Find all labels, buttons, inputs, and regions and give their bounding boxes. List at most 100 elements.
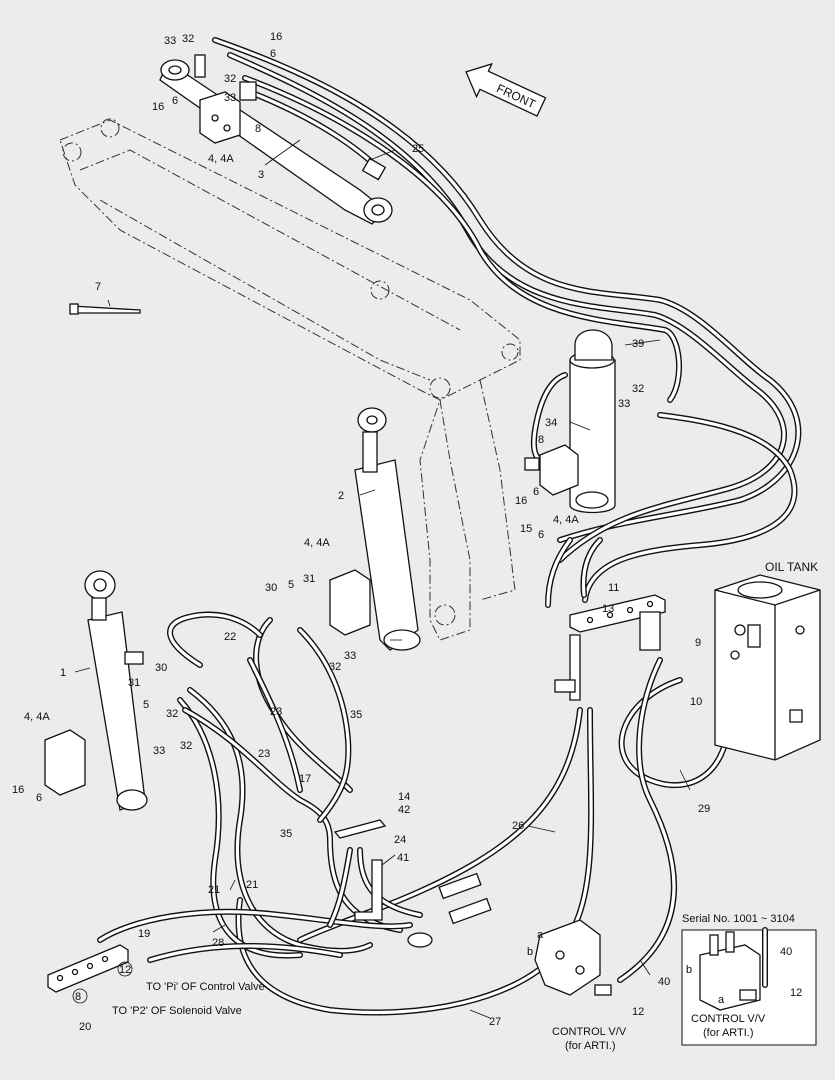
inset-callout-12: 12 (790, 987, 802, 999)
note-to-p2: TO 'P2' OF Solenoid Valve (112, 1005, 242, 1017)
callout: 33 (153, 745, 165, 757)
callout: 8 (75, 991, 81, 1003)
inset-panel: Serial No. 1001 ~ 3104 b a 40 12 CONTROL… (681, 913, 817, 1046)
control-valve-caption-line2: (for ARTI.) (565, 1040, 616, 1052)
callout: 33 (344, 650, 356, 662)
callout: 16 (12, 784, 24, 796)
callout: 28 (212, 937, 224, 949)
callout: 21 (246, 879, 258, 891)
valve-block-top (194, 54, 257, 144)
callout: 33 (618, 398, 630, 410)
callout: 25 (412, 143, 424, 155)
inset-caption-line1: CONTROL V/V (691, 1013, 766, 1025)
callout: 24 (394, 834, 406, 846)
callout: 39 (632, 338, 644, 350)
callout: 32 (329, 661, 341, 673)
callout: 6 (538, 529, 544, 541)
cylinder-34 (524, 329, 616, 514)
callout: 10 (690, 696, 702, 708)
bracket-41 (333, 819, 492, 948)
cable-tie-7 (69, 303, 141, 315)
callout: 32 (166, 708, 178, 720)
manifold-block-13 (554, 594, 666, 701)
callout: 40 (658, 976, 670, 988)
callout: 6 (270, 48, 276, 60)
callout: 41 (397, 852, 409, 864)
callout: 32 (632, 383, 644, 395)
callout: 31 (128, 677, 140, 689)
inset-port-a: a (718, 994, 725, 1006)
callout: 12 (632, 1006, 644, 1018)
callout: 35 (350, 709, 362, 721)
callout: 32 (224, 73, 236, 85)
callout: 6 (533, 486, 539, 498)
callout: 4, 4A (24, 711, 50, 723)
callout: 33 (164, 35, 176, 47)
callout: 26 (512, 820, 524, 832)
callout: 16 (152, 101, 164, 113)
cylinder-2 (329, 407, 421, 651)
callout: 5 (288, 579, 294, 591)
callout: 4, 4A (553, 514, 579, 526)
callout: 2 (338, 490, 344, 502)
hose-34-pipe (530, 372, 603, 608)
callout: 20 (79, 1021, 91, 1033)
control-valve-port-b: b (527, 946, 533, 958)
callout: 42 (398, 804, 410, 816)
callout-labels: 33 32 16 6 32 33 16 6 8 4, 4A 3 25 7 39 … (12, 31, 710, 1033)
callout: 9 (695, 637, 701, 649)
inset-port-b: b (686, 964, 692, 976)
hose-27 (235, 707, 595, 1016)
callout: 22 (224, 631, 236, 643)
note-to-pi: TO 'Pi' OF Control Valve (146, 981, 265, 993)
callout: 35 (280, 828, 292, 840)
inset-callout-40: 40 (780, 946, 792, 958)
callout: 16 (515, 495, 527, 507)
oil-tank-label: OIL TANK (765, 560, 818, 574)
control-valve (534, 919, 612, 996)
callout: 15 (520, 523, 532, 535)
callout: 5 (143, 699, 149, 711)
callout: 6 (36, 792, 42, 804)
callout: 33 (224, 92, 236, 104)
callout: 12 (119, 964, 131, 976)
callout: 8 (255, 123, 261, 135)
callout: 29 (698, 803, 710, 815)
callout: 11 (608, 582, 619, 594)
callout: 23 (258, 748, 270, 760)
callout: 23 (270, 706, 282, 718)
hose-39 (582, 412, 798, 603)
control-valve-caption-line1: CONTROL V/V (552, 1026, 627, 1038)
callout: 31 (303, 573, 315, 585)
manifold-block-20 (47, 944, 129, 993)
callout: 6 (172, 95, 178, 107)
hose-21-23-35 (167, 611, 403, 959)
text-notes: OIL TANK TO 'Pi' OF Control Valve TO 'P2… (112, 560, 818, 1052)
callout: 17 (299, 773, 311, 785)
callout: 16 (270, 31, 282, 43)
callout: 3 (258, 169, 264, 181)
callout: 7 (95, 281, 101, 293)
boom-outline (59, 118, 521, 641)
inset-caption-line2: (for ARTI.) (703, 1027, 754, 1039)
callout: 32 (180, 740, 192, 752)
callout: 14 (398, 791, 410, 803)
callout: 32 (182, 33, 194, 45)
callout: 30 (265, 582, 277, 594)
hose-bundle-25 (212, 37, 802, 563)
inset-title: Serial No. 1001 ~ 3104 (682, 913, 795, 925)
callout: 21 (208, 884, 220, 896)
callout: 8 (538, 434, 544, 446)
callout: 13 (602, 603, 614, 615)
callout: 1 (60, 667, 66, 679)
hose-40 (617, 657, 677, 983)
callout: 4, 4A (304, 537, 330, 549)
cylinder-1 (44, 570, 148, 811)
control-valve-port-a: a (537, 929, 544, 941)
callout: 30 (155, 662, 167, 674)
callout: 34 (545, 417, 557, 429)
callout: 19 (138, 928, 150, 940)
oil-tank (714, 574, 821, 761)
callout: 27 (489, 1016, 501, 1028)
